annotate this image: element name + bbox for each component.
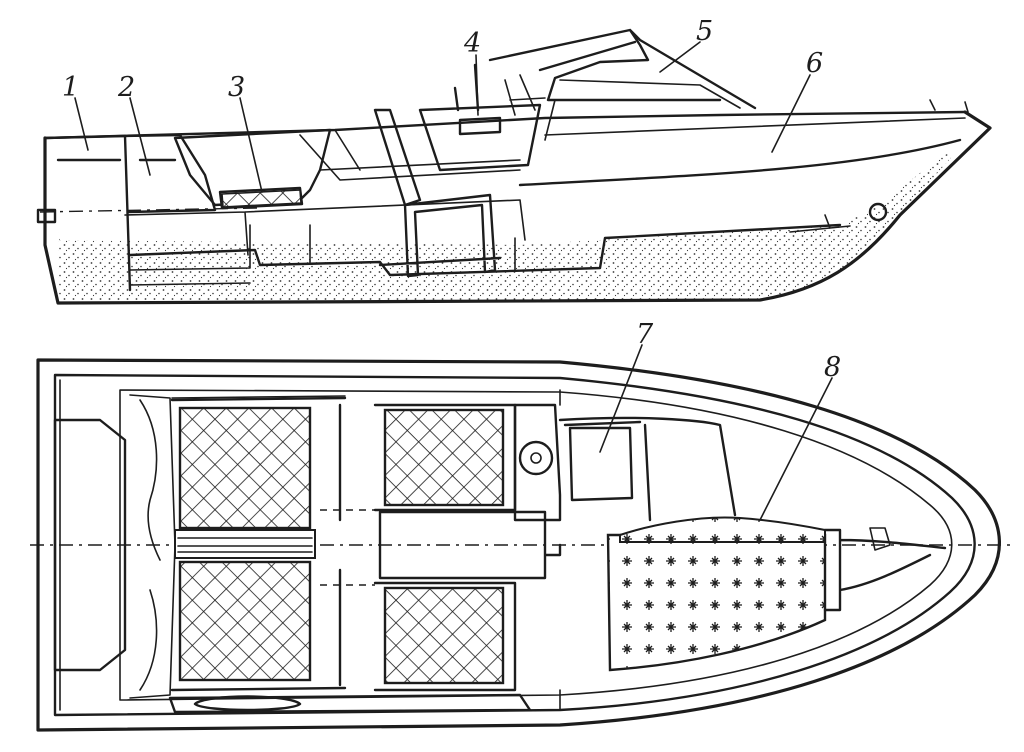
console (418, 63, 542, 172)
oar-blade-bottom (193, 695, 302, 712)
walkway-detail (320, 509, 375, 586)
front-left-seat (383, 408, 505, 507)
deck-edge (518, 138, 962, 187)
aft-seat-wrap (139, 399, 161, 691)
callout-7: 7 (636, 319, 654, 350)
rubbing-strake (544, 117, 966, 136)
plan-deck-line (119, 389, 953, 701)
stringer-lines (129, 224, 516, 286)
bow-cushion-top (619, 516, 826, 543)
passenger-seat (373, 108, 502, 278)
hull-outline (43, 110, 992, 305)
rear-seat (173, 128, 332, 210)
leader-4 (475, 54, 479, 116)
bow-locker (823, 528, 947, 612)
leader-6 (771, 74, 811, 153)
skeg (789, 214, 851, 233)
side-elevation-view (36, 28, 992, 305)
callout-leaders (74, 41, 833, 521)
plan-inner-gunwale (53, 373, 976, 717)
steering-hub (530, 452, 542, 464)
rear-bench-frame (170, 396, 347, 692)
callout-1: 1 (62, 72, 79, 103)
sheer-line (43, 110, 967, 140)
callout-4: 4 (463, 28, 481, 59)
hull-bottom-stipple (58, 142, 965, 303)
callout-2: 2 (117, 72, 135, 103)
oar-bottom (168, 693, 532, 714)
rear-right-seat (178, 560, 312, 682)
bow-eye (868, 202, 888, 222)
front-right-seat (383, 586, 505, 685)
rear-seat-divider (174, 529, 316, 559)
cockpit-floor (128, 223, 842, 277)
center-walkway (378, 510, 562, 580)
windshield-plan (558, 416, 737, 522)
callout-3: 3 (228, 72, 245, 103)
windshield-glass (544, 79, 741, 141)
callout-5: 5 (696, 16, 713, 47)
steering-wheel (518, 440, 554, 476)
steering-controls (504, 74, 546, 116)
leader-1 (74, 97, 89, 151)
instrument-box (563, 420, 642, 502)
bow-cushion (606, 533, 827, 672)
plan-view (30, 358, 1010, 732)
side-panel (299, 129, 521, 181)
plan-transom (53, 418, 127, 672)
console-plan (513, 403, 562, 522)
callout-6: 6 (806, 48, 823, 79)
rear-seat-cushion (221, 189, 302, 208)
aft-compartment (124, 159, 526, 256)
rear-seat-divider-lines (177, 537, 313, 553)
callout-8: 8 (824, 352, 841, 383)
leader-2 (129, 97, 151, 176)
leader-3 (239, 97, 263, 193)
callout-labels: 1 2 3 4 5 6 7 8 (62, 16, 841, 383)
rear-left-seat (178, 406, 312, 530)
engine-well (123, 133, 217, 214)
bow-rail (929, 99, 969, 113)
windshield-frame (488, 28, 757, 110)
leader-5 (659, 41, 701, 73)
leader-7 (599, 344, 643, 453)
oar-top (171, 395, 346, 399)
leader-8 (759, 377, 833, 521)
anchor-well (869, 527, 891, 551)
